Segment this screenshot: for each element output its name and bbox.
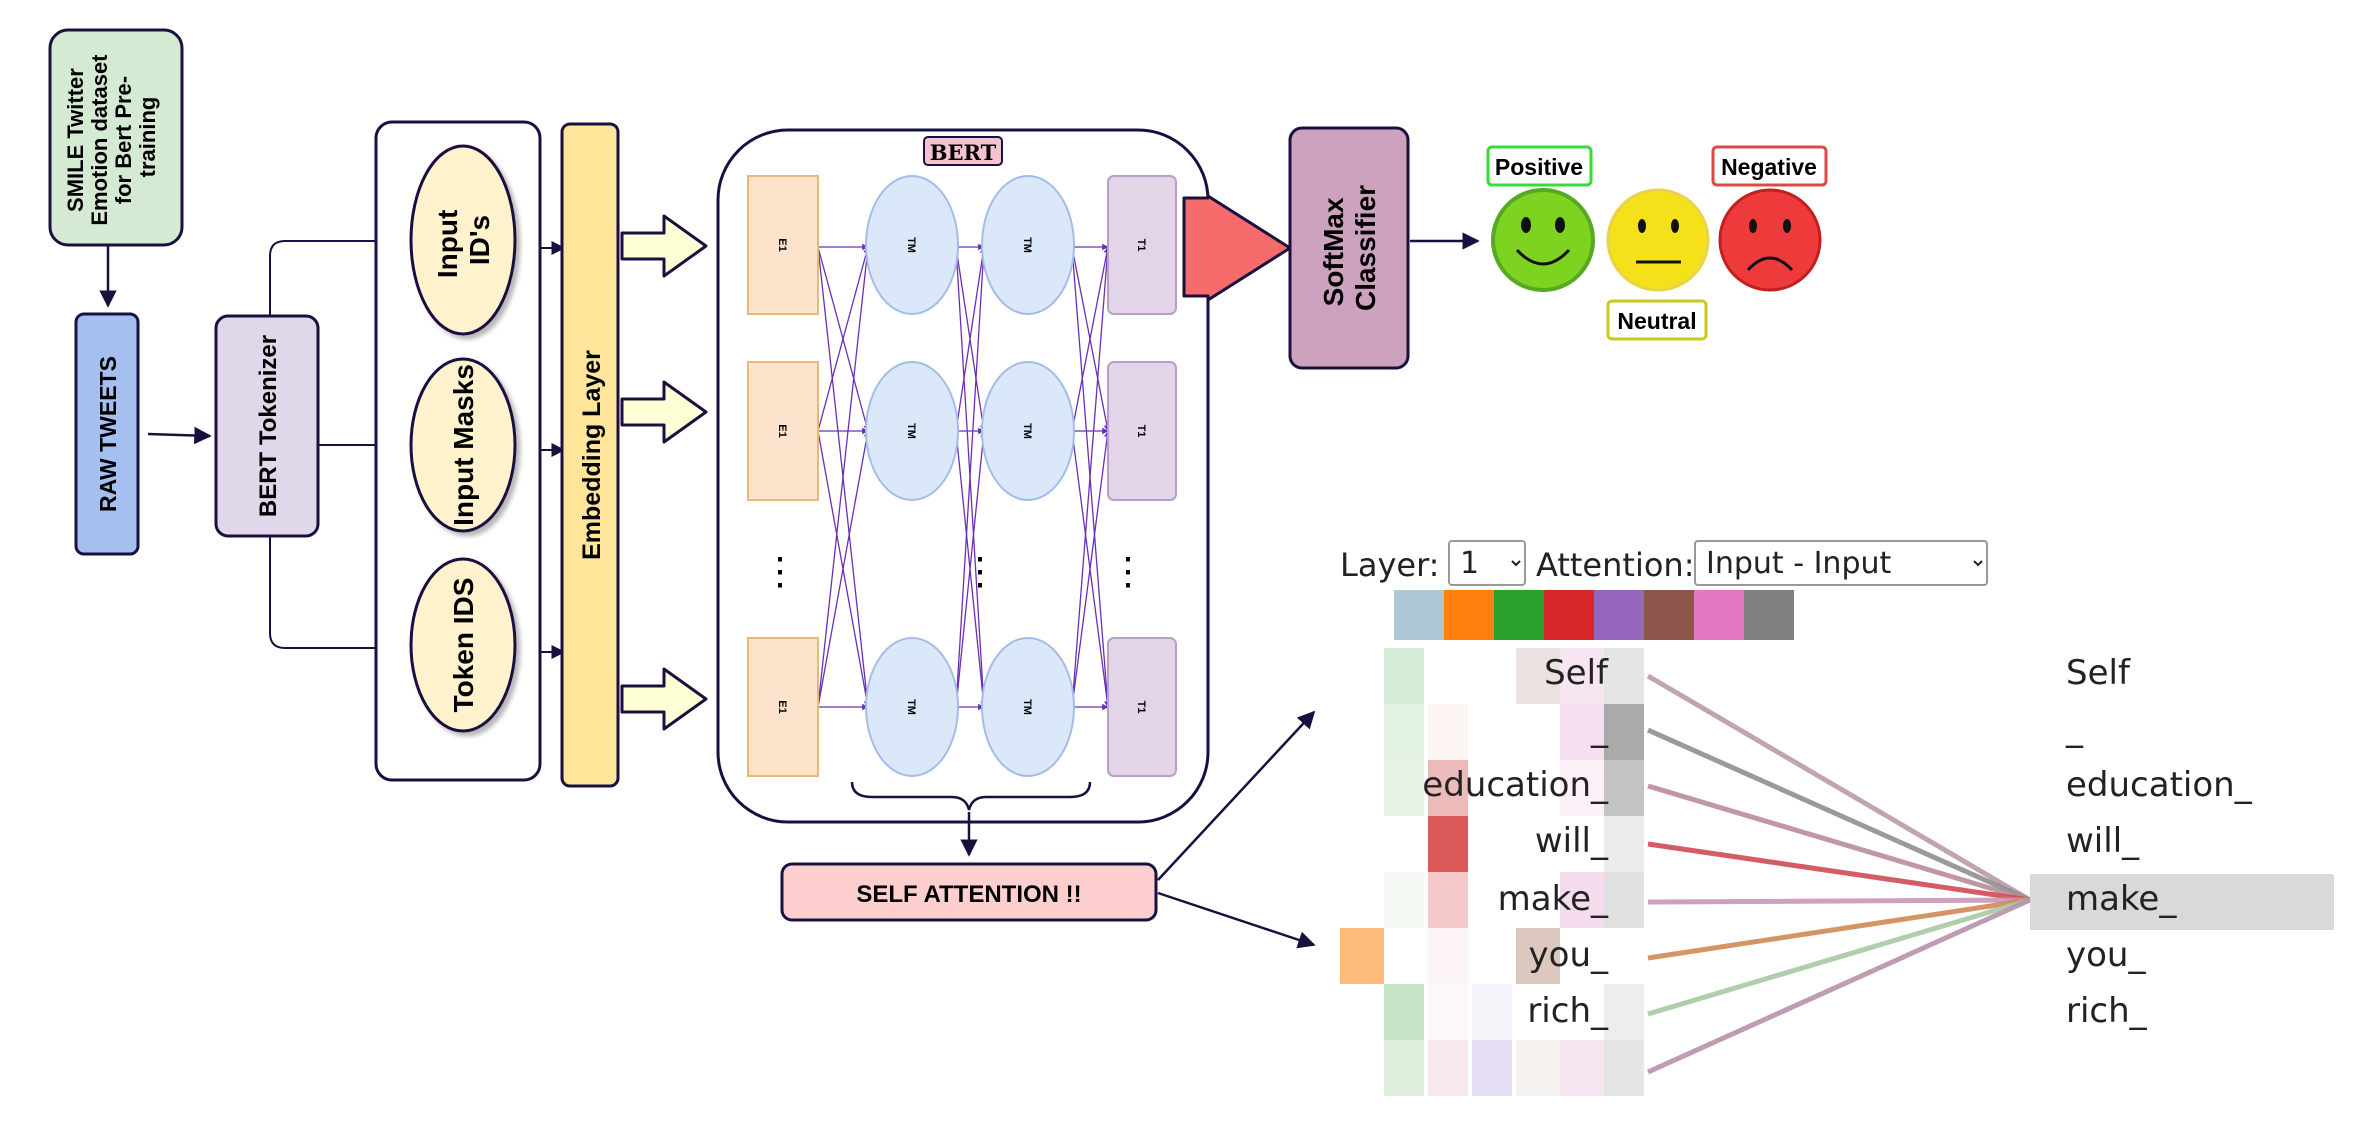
tm-label-5: TM <box>1021 423 1033 439</box>
right-token-self[interactable]: Self <box>2066 653 2131 693</box>
bert-container <box>716 128 1210 824</box>
negative-label: Negative <box>1721 154 1817 180</box>
left-token-you[interactable]: you_ <box>1529 935 1609 975</box>
head-swatch-1[interactable] <box>1394 590 1444 640</box>
svg-text:SoftMax Classifier: SoftMax Classifier <box>1318 185 1381 311</box>
ellipsis-t: ⋮ <box>1109 551 1147 593</box>
right-token-rich[interactable]: rich_ <box>2066 991 2148 1031</box>
classifier-line-2: Classifier <box>1350 185 1381 311</box>
head-swatch-8[interactable] <box>1744 590 1794 640</box>
bert-title: BERT <box>930 140 997 165</box>
left-token-make[interactable]: make_ <box>1498 879 1609 919</box>
left-token-education[interactable]: education_ <box>1422 765 1609 805</box>
ellipsis-tm: ⋮ <box>961 551 999 593</box>
tokenizer-label: BERT Tokenizer <box>255 335 282 517</box>
head-swatch-6[interactable] <box>1644 590 1694 640</box>
attention-brace <box>850 781 1092 811</box>
bert-connections <box>817 243 1111 711</box>
embedding-token-boxes: E1 E1 E1 <box>747 175 819 777</box>
input-ids-node: Input ID's <box>409 144 517 336</box>
attention-head-swatches <box>1394 590 1794 640</box>
embedding-layer-label: Embedding Layer <box>578 350 606 560</box>
transformer-labels: TM TM TM TM TM TM <box>905 237 1033 715</box>
t-label-1: T1 <box>1135 239 1147 252</box>
head-swatch-5[interactable] <box>1594 590 1644 640</box>
sad-face-icon <box>1718 188 1822 292</box>
token-ids-node: Token IDS <box>409 557 517 733</box>
layer-select[interactable]: 1 <box>1448 540 1526 586</box>
sentiment-neutral: Neutral <box>1606 188 1710 341</box>
right-token-list: Self _ education_ will_ make_ you_ rich_ <box>2065 653 2253 1031</box>
transformer-nodes <box>865 175 1075 777</box>
embedding-layer-node: Embedding Layer <box>560 122 620 788</box>
raw-tweets-node: RAW TWEETS <box>74 312 140 556</box>
left-token-will[interactable]: will_ <box>1535 821 1609 861</box>
right-token-underscore[interactable]: _ <box>2065 709 2084 749</box>
neutral-label: Neutral <box>1617 308 1696 334</box>
attention-lines <box>1646 673 2032 1075</box>
e-label-2: E1 <box>776 424 788 437</box>
softmax-classifier-node: SoftMax Classifier <box>1288 126 1410 370</box>
attention-label: Attention: <box>1536 546 1694 584</box>
token-ids-label: Token IDS <box>448 578 479 713</box>
tm-label-2: TM <box>905 423 917 439</box>
head-swatch-7[interactable] <box>1694 590 1744 640</box>
raw-tweets-label: RAW TWEETS <box>95 356 121 512</box>
layer-select-wrap: 1 <box>1448 540 1526 586</box>
right-token-will[interactable]: will_ <box>2066 821 2140 861</box>
left-token-underscore[interactable]: _ <box>1590 709 1609 749</box>
dataset-line-4: training <box>135 97 160 178</box>
right-token-make[interactable]: make_ <box>2066 879 2177 919</box>
attention-select-wrap: Input - Input <box>1694 540 1988 586</box>
layer-label: Layer: <box>1340 546 1439 584</box>
tm-label-3: TM <box>905 699 917 715</box>
dataset-line-3: for Bert Pre- <box>111 76 136 204</box>
input-ids-line-2: ID's <box>464 215 495 265</box>
neutral-face-icon <box>1606 188 1710 292</box>
happy-face-icon <box>1491 188 1595 292</box>
left-token-self[interactable]: Self <box>1544 653 1609 693</box>
head-swatch-2[interactable] <box>1444 590 1494 640</box>
head-swatch-4[interactable] <box>1544 590 1594 640</box>
t-label-3: T1 <box>1135 701 1147 714</box>
bert-title-badge: BERT <box>923 136 1003 166</box>
e-label-1: E1 <box>776 238 788 251</box>
right-token-you[interactable]: you_ <box>2066 935 2146 975</box>
right-token-education[interactable]: education_ <box>2066 765 2253 805</box>
left-token-list: Self _ education_ will_ make_ you_ rich_ <box>1422 653 1609 1031</box>
svg-text:SMILE Twitter Emotion da: SMILE Twitter Emotion dataset for Bert P… <box>63 48 160 225</box>
attention-heatmap <box>1340 648 1644 1096</box>
output-token-boxes: T1 T1 T1 <box>1107 175 1177 777</box>
selected-token-highlight <box>2030 874 2334 930</box>
bert-to-classifier-arrow <box>1182 194 1292 302</box>
t-label-2: T1 <box>1135 425 1147 438</box>
dataset-line-1: SMILE Twitter <box>63 68 88 212</box>
input-masks-label: Input Masks <box>448 364 479 526</box>
attention-select[interactable]: Input - Input <box>1694 540 1988 586</box>
ellipsis-marks: ⋮ ⋮ ⋮ <box>761 551 1147 593</box>
tm-label-4: TM <box>1021 237 1033 253</box>
dataset-line-2: Emotion dataset <box>87 54 112 226</box>
e-label-3: E1 <box>776 700 788 713</box>
ellipsis-e: ⋮ <box>761 551 799 593</box>
left-token-rich[interactable]: rich_ <box>1527 991 1609 1031</box>
classifier-line-1: SoftMax <box>1318 197 1349 306</box>
tm-label-1: TM <box>905 237 917 253</box>
self-attention-node: SELF ATTENTION !! <box>780 862 1158 922</box>
sentiment-negative: Negative <box>1711 145 1828 292</box>
input-ids-line-1: Input <box>432 210 463 278</box>
tm-label-6: TM <box>1021 699 1033 715</box>
self-attention-label: SELF ATTENTION !! <box>856 881 1081 908</box>
head-swatch-3[interactable] <box>1494 590 1544 640</box>
dataset-node: SMILE Twitter Emotion dataset for Bert P… <box>48 28 184 247</box>
embedding-to-bert-arrows <box>620 214 708 731</box>
svg-text:Input ID's: Input ID's <box>432 202 495 278</box>
positive-label: Positive <box>1495 154 1583 180</box>
sentiment-positive: Positive <box>1486 145 1595 292</box>
bert-tokenizer-node: BERT Tokenizer <box>214 314 320 538</box>
input-masks-node: Input Masks <box>409 357 517 533</box>
